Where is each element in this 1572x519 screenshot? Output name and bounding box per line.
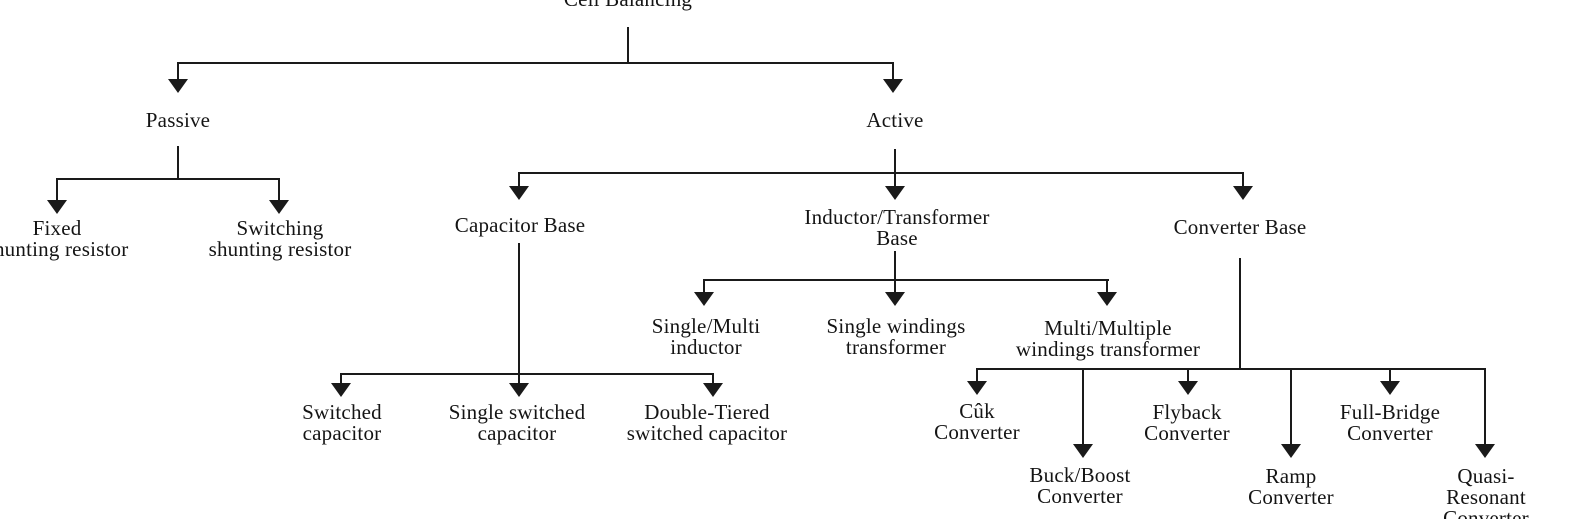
- arrow-stem-active: [892, 62, 894, 81]
- connector-capacitor-base-rail: [340, 373, 714, 375]
- connector-converter-base-drop: [1239, 258, 1241, 369]
- arrowhead-switched-capacitor: [331, 383, 351, 397]
- arrowhead-converter-base: [1233, 186, 1253, 200]
- arrowhead-switching-shunting: [269, 200, 289, 214]
- node-switched-capacitor: Switched capacitor: [302, 400, 382, 445]
- arrow-stem-switched-capacitor: [340, 373, 342, 385]
- connector-inductor-base-rail: [703, 279, 1109, 281]
- arrowhead-inductor-transformer-base: [885, 186, 905, 200]
- arrowhead-quasi-resonant: [1475, 444, 1495, 458]
- arrowhead-passive: [168, 79, 188, 93]
- arrow-stem-quasi-resonant: [1484, 368, 1486, 446]
- connector-root-drop: [627, 27, 629, 63]
- node-converter-base: Converter Base: [1173, 215, 1307, 239]
- arrow-stem-fixed-shunting: [56, 178, 58, 202]
- node-cuk-converter: Cûk Converter: [934, 399, 1020, 444]
- arrowhead-double-tiered: [703, 383, 723, 397]
- node-switching-shunting-resistor: Switching shunting resistor: [208, 216, 352, 261]
- arrowhead-multi-windings-transformer: [1097, 292, 1117, 306]
- arrowhead-single-multi-inductor: [694, 292, 714, 306]
- connector-level1-rail: [177, 62, 894, 64]
- connector-capacitor-base-drop: [518, 243, 520, 374]
- node-double-tiered-switched-capacitor: Double-Tiered switched capacitor: [626, 400, 788, 445]
- arrow-stem-ramp: [1290, 368, 1292, 446]
- connector-passive-rail: [56, 178, 280, 180]
- arrowhead-active: [883, 79, 903, 93]
- arrowhead-fixed-shunting: [47, 200, 67, 214]
- arrow-stem-inductor-transformer-base: [894, 172, 896, 188]
- arrow-stem-switching-shunting: [278, 178, 280, 202]
- node-flyback-converter: Flyback Converter: [1144, 400, 1230, 445]
- arrow-stem-flyback: [1187, 368, 1189, 383]
- arrowhead-flyback: [1178, 381, 1198, 395]
- arrow-stem-buck-boost: [1082, 368, 1084, 446]
- arrow-stem-full-bridge: [1389, 368, 1391, 383]
- node-capacitor-base: Capacitor Base: [454, 213, 586, 237]
- arrow-stem-converter-base: [1242, 172, 1244, 188]
- node-single-multi-inductor: Single/Multi inductor: [651, 314, 761, 359]
- arrow-stem-single-windings-transformer: [894, 279, 896, 294]
- connector-active-drop: [894, 149, 896, 173]
- arrowhead-cuk: [967, 381, 987, 395]
- arrowhead-single-windings-transformer: [885, 292, 905, 306]
- node-fixed-shunting-resistor: Fixed shunting resistor: [0, 216, 129, 261]
- arrowhead-single-switched-capacitor: [509, 383, 529, 397]
- node-single-switched-capacitor: Single switched capacitor: [448, 400, 586, 445]
- node-multi-multiple-windings-transformer: Multi/Multiple windings transformer: [1015, 316, 1201, 361]
- connector-converter-base-rail: [976, 368, 1486, 370]
- node-passive: Passive: [145, 108, 211, 132]
- arrow-stem-single-switched-capacitor: [518, 373, 520, 385]
- node-single-windings-transformer: Single windings transformer: [826, 314, 966, 359]
- node-ramp-converter: Ramp Converter: [1248, 464, 1334, 509]
- arrow-stem-passive: [177, 62, 179, 81]
- node-quasi-resonant-converter: Quasi-Resonant Converter: [1443, 464, 1529, 519]
- node-active: Active: [866, 108, 924, 132]
- node-full-bridge-converter: Full-Bridge Converter: [1339, 400, 1441, 445]
- node-buck-boost-converter: Buck/Boost Converter: [1029, 463, 1131, 508]
- connector-passive-drop: [177, 146, 179, 179]
- arrow-stem-single-multi-inductor: [703, 279, 705, 294]
- node-inductor-transformer-base: Inductor/Transformer Base: [804, 205, 990, 250]
- arrowhead-buck-boost: [1073, 444, 1093, 458]
- arrowhead-capacitor-base: [509, 186, 529, 200]
- connector-active-rail: [518, 172, 1244, 174]
- arrow-stem-multi-windings-transformer: [1106, 279, 1108, 294]
- connector-inductor-base-drop: [894, 251, 896, 280]
- arrow-stem-cuk: [976, 368, 978, 383]
- node-cell-balancing: Cell Balancing: [564, 0, 692, 10]
- arrow-stem-capacitor-base: [518, 172, 520, 188]
- arrowhead-full-bridge: [1380, 381, 1400, 395]
- arrow-stem-double-tiered: [712, 373, 714, 385]
- arrowhead-ramp: [1281, 444, 1301, 458]
